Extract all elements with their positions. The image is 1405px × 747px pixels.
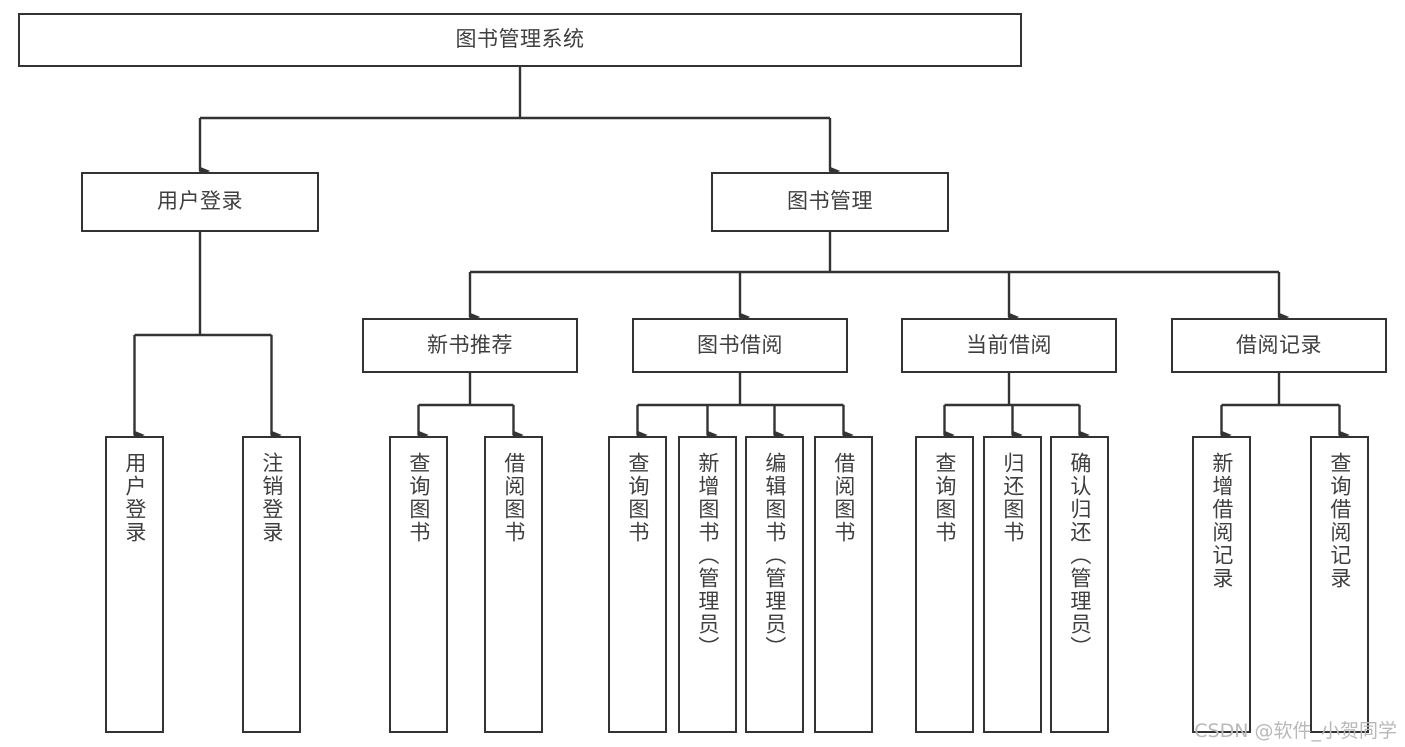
node-label-book-manage: 图书管理 bbox=[787, 189, 873, 214]
node-label-book-borrow: 图书借阅 bbox=[697, 332, 783, 357]
node-label-leaf-add-record: 新增借阅记录 bbox=[1209, 452, 1234, 590]
node-leaf-borrow-book-1[interactable]: 借阅图书 bbox=[484, 436, 543, 733]
node-leaf-user-logout[interactable]: 注销登录 bbox=[242, 436, 301, 733]
node-label-new-book-rec: 新书推荐 bbox=[427, 332, 513, 357]
node-label-leaf-query-book-2: 查询图书 bbox=[625, 452, 650, 544]
node-leaf-query-book-3[interactable]: 查询图书 bbox=[915, 436, 974, 733]
node-leaf-edit-book[interactable]: 编辑图书（管理员） bbox=[745, 436, 804, 733]
node-label-leaf-user-logout: 注销登录 bbox=[259, 452, 284, 544]
node-leaf-query-record[interactable]: 查询借阅记录 bbox=[1310, 436, 1369, 733]
node-leaf-user-login[interactable]: 用户登录 bbox=[105, 436, 164, 733]
node-label-current-borrow: 当前借阅 bbox=[966, 332, 1052, 357]
node-leaf-confirm-return[interactable]: 确认归还（管理员） bbox=[1050, 436, 1109, 733]
node-leaf-borrow-book-2[interactable]: 借阅图书 bbox=[814, 436, 873, 733]
node-label-leaf-query-book-1: 查询图书 bbox=[406, 452, 431, 544]
node-leaf-query-book-2[interactable]: 查询图书 bbox=[608, 436, 667, 733]
node-label-leaf-query-book-3: 查询图书 bbox=[932, 452, 957, 544]
node-leaf-query-book-1[interactable]: 查询图书 bbox=[389, 436, 448, 733]
node-leaf-add-record[interactable]: 新增借阅记录 bbox=[1192, 436, 1251, 733]
node-root[interactable]: 图书管理系统 bbox=[18, 13, 1022, 67]
node-label-leaf-edit-book: 编辑图书（管理员） bbox=[762, 452, 787, 659]
node-label-leaf-return-book: 归还图书 bbox=[1000, 452, 1025, 544]
node-label-borrow-record: 借阅记录 bbox=[1236, 332, 1322, 357]
node-label-leaf-add-book: 新增图书（管理员） bbox=[695, 452, 720, 659]
node-new-book-rec[interactable]: 新书推荐 bbox=[362, 318, 578, 373]
node-book-manage[interactable]: 图书管理 bbox=[711, 172, 949, 232]
node-label-leaf-user-login: 用户登录 bbox=[122, 452, 147, 544]
csdn-watermark: CSDN @软件_小贺同学 bbox=[1194, 720, 1397, 742]
node-leaf-add-book[interactable]: 新增图书（管理员） bbox=[678, 436, 737, 733]
node-leaf-return-book[interactable]: 归还图书 bbox=[983, 436, 1042, 733]
node-user-login[interactable]: 用户登录 bbox=[81, 172, 319, 232]
node-borrow-record[interactable]: 借阅记录 bbox=[1171, 318, 1387, 373]
node-label-leaf-borrow-book-1: 借阅图书 bbox=[501, 452, 526, 544]
node-label-leaf-query-record: 查询借阅记录 bbox=[1327, 452, 1352, 590]
node-book-borrow[interactable]: 图书借阅 bbox=[632, 318, 848, 373]
node-current-borrow[interactable]: 当前借阅 bbox=[901, 318, 1117, 373]
node-label-leaf-borrow-book-2: 借阅图书 bbox=[831, 452, 856, 544]
node-label-root: 图书管理系统 bbox=[455, 27, 585, 52]
node-label-user-login: 用户登录 bbox=[157, 189, 243, 214]
node-label-leaf-confirm-return: 确认归还（管理员） bbox=[1067, 452, 1092, 659]
